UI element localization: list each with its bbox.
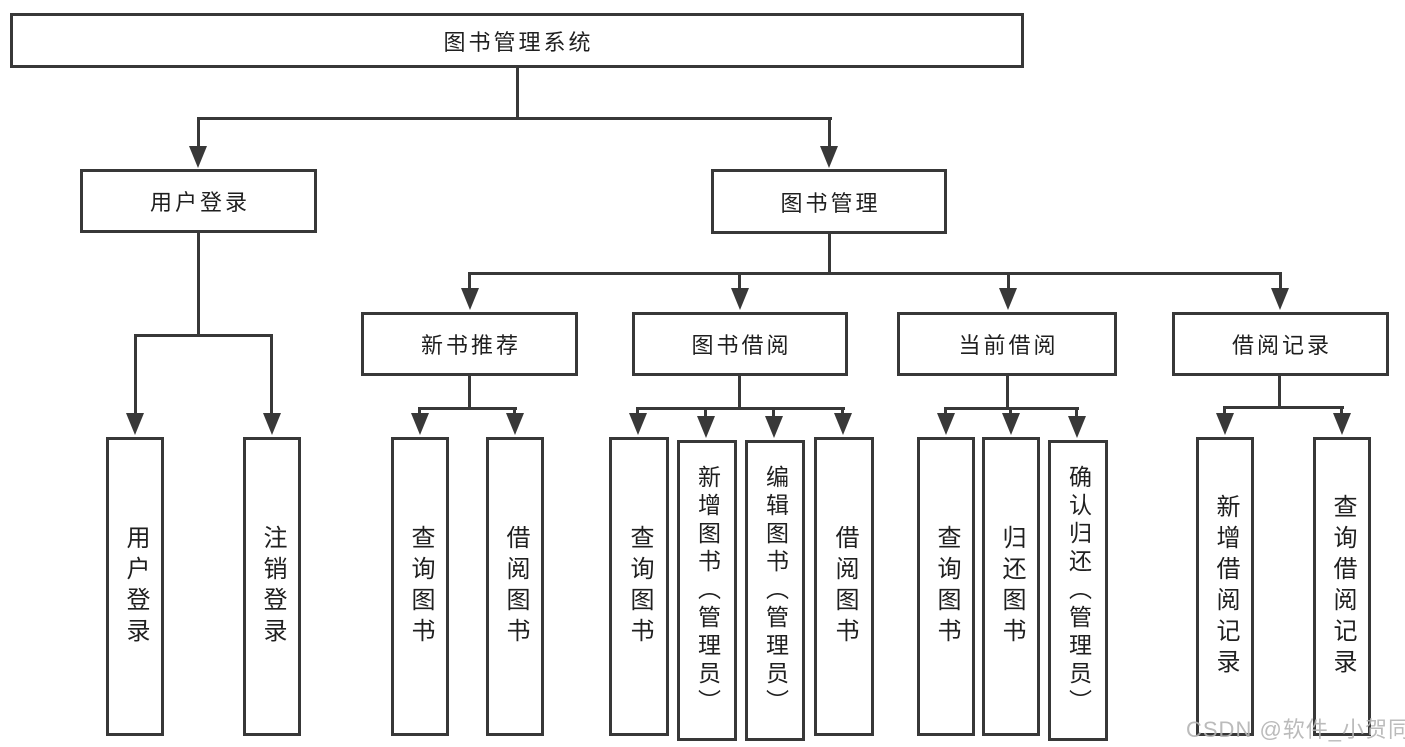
connector-line [134,334,273,337]
leaf-current-return-books: 归还图书 [982,437,1040,736]
node-current-borrowing-label: 当前借阅 [958,333,1059,358]
arrow-down-icon [731,288,749,310]
connector-line [636,407,845,410]
connector-line [1006,376,1009,410]
connector-line [704,407,707,419]
arrow-down-icon [937,413,955,435]
connector-line [944,407,947,417]
connector-line [841,407,844,417]
leaf-user-login: 用户登录 [106,437,164,736]
arrow-down-icon [263,413,281,435]
leaf-logout-label: 注销登录 [259,524,286,649]
leaf-records-add-record-label: 新增借阅记录 [1212,493,1239,680]
leaf-current-query-books: 查询图书 [917,437,975,736]
leaf-current-confirm-return-admin: 确认归还（管理员） [1048,440,1108,741]
connector-line [468,376,471,410]
connector-line [197,117,832,120]
leaf-recommend-query-books: 查询图书 [391,437,449,736]
connector-line [513,407,516,417]
arrow-down-icon [461,288,479,310]
connector-line [1223,406,1344,409]
leaf-borrowing-edit-books-admin-label: 编辑图书（管理员） [762,464,789,717]
connector-line [134,334,137,414]
leaf-borrowing-borrow-books: 借阅图书 [814,437,874,736]
leaf-borrowing-add-books-admin: 新增图书（管理员） [677,440,737,741]
node-root-label: 图书管理系统 [443,29,594,55]
connector-line [1223,406,1226,417]
connector-line [1009,407,1012,417]
csdn-watermark: CSDN @软件_小贺同学 [1186,717,1405,742]
connector-line [1007,272,1010,290]
arrow-down-icon [1002,413,1020,435]
connector-line [197,117,200,147]
leaf-current-return-books-label: 归还图书 [998,524,1025,649]
connector-line [1279,272,1282,290]
arrow-down-icon [1068,416,1086,438]
node-book-borrowing: 图书借阅 [632,312,848,376]
connector-line [772,407,775,419]
arrow-down-icon [1271,288,1289,310]
arrow-down-icon [834,413,852,435]
connector-line [418,407,517,410]
connector-line [1278,376,1281,409]
arrow-down-icon [1333,413,1351,435]
connector-line [468,272,471,290]
arrow-down-icon [1216,413,1234,435]
arrow-down-icon [765,416,783,438]
leaf-user-login-label: 用户登录 [122,524,149,649]
connector-line [1340,406,1343,417]
leaf-borrowing-query-books: 查询图书 [609,437,669,736]
node-book-management-label: 图书管理 [780,190,881,216]
leaf-logout: 注销登录 [243,437,301,736]
connector-line [516,68,519,117]
node-root: 图书管理系统 [10,13,1024,68]
node-current-borrowing: 当前借阅 [897,312,1117,376]
arrow-down-icon [999,288,1017,310]
connector-line [418,407,421,417]
node-book-management: 图书管理 [711,169,947,234]
arrow-down-icon [697,416,715,438]
connector-line [197,233,200,337]
leaf-current-query-books-label: 查询图书 [933,524,960,649]
arrow-down-icon [820,146,838,168]
leaf-recommend-borrow-books-label: 借阅图书 [502,524,529,649]
connector-line [270,334,273,414]
leaf-records-add-record: 新增借阅记录 [1196,437,1254,736]
leaf-borrowing-edit-books-admin: 编辑图书（管理员） [745,440,805,741]
leaf-current-confirm-return-admin-label: 确认归还（管理员） [1065,464,1092,717]
arrow-down-icon [189,146,207,168]
arrow-down-icon [629,413,647,435]
node-new-book-recommend: 新书推荐 [361,312,578,376]
connector-line [828,117,831,147]
connector-line [738,272,741,290]
leaf-recommend-query-books-label: 查询图书 [407,524,434,649]
leaf-records-query-record-label: 查询借阅记录 [1329,493,1356,680]
arrow-down-icon [411,413,429,435]
node-book-borrowing-label: 图书借阅 [691,333,792,358]
node-new-book-recommend-label: 新书推荐 [420,333,521,358]
connector-line [636,407,639,417]
leaf-borrowing-borrow-books-label: 借阅图书 [831,524,858,649]
leaf-borrowing-query-books-label: 查询图书 [626,524,653,649]
leaf-borrowing-add-books-admin-label: 新增图书（管理员） [694,464,721,717]
node-borrowing-records-label: 借阅记录 [1231,333,1332,358]
connector-line [738,376,741,410]
arrow-down-icon [126,413,144,435]
connector-line [828,234,831,275]
connector-line [468,272,1282,275]
connector-line [1075,407,1078,419]
node-borrowing-records: 借阅记录 [1172,312,1389,376]
leaf-records-query-record: 查询借阅记录 [1313,437,1371,736]
node-user-login: 用户登录 [80,169,317,233]
leaf-recommend-borrow-books: 借阅图书 [486,437,544,736]
arrow-down-icon [506,413,524,435]
node-user-login-label: 用户登录 [149,190,250,215]
